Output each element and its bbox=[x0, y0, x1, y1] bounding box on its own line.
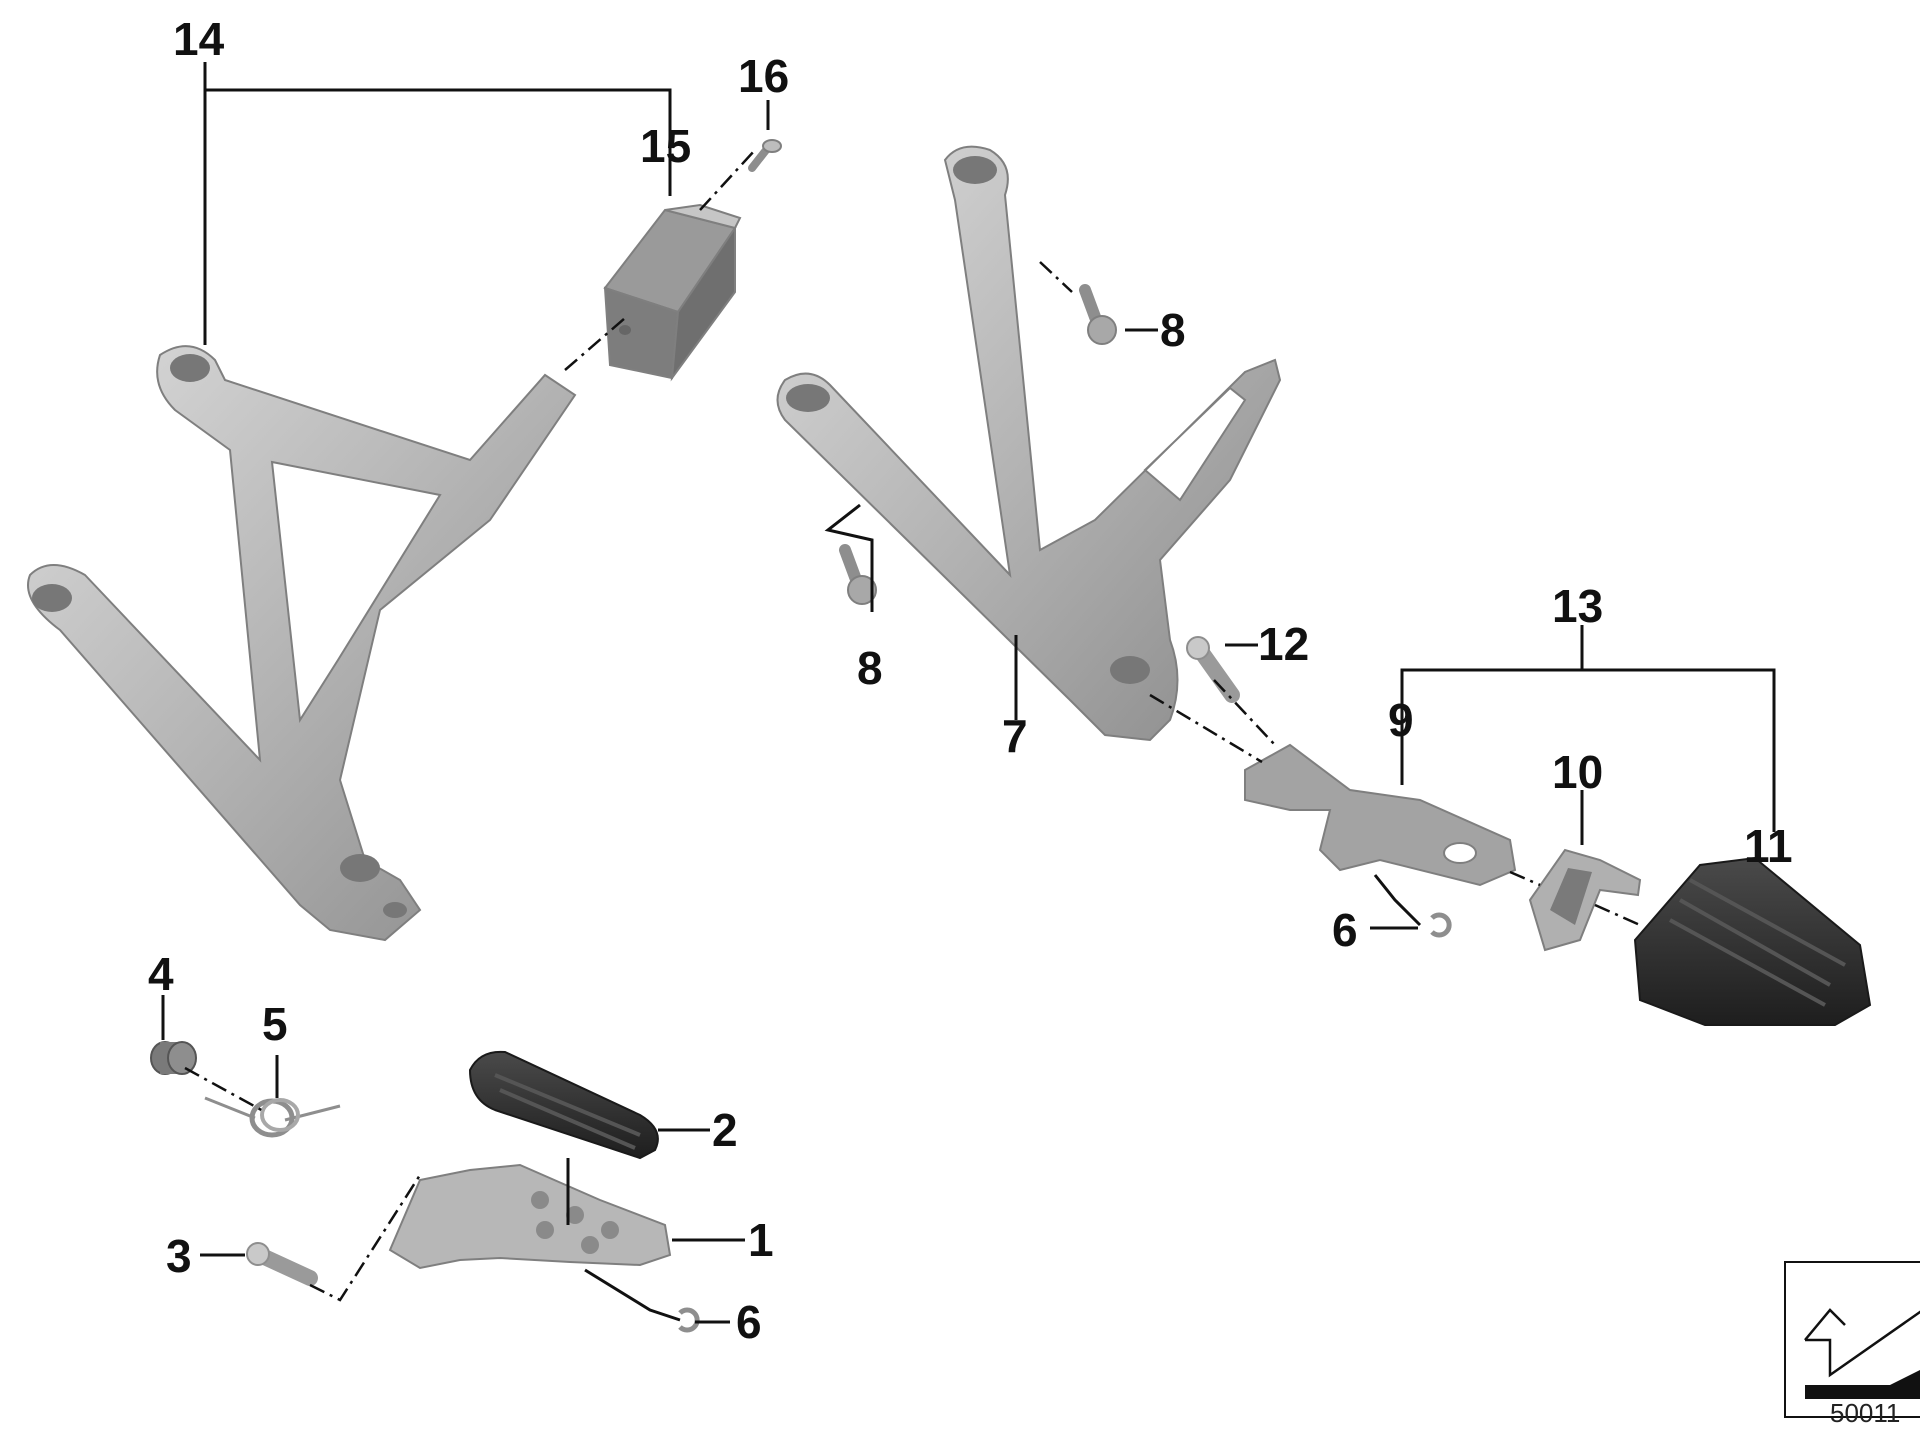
rubber-footpeg-large bbox=[1633, 856, 1872, 1026]
rubber-footpeg-small bbox=[468, 1050, 659, 1160]
callout-11: 11 bbox=[1744, 820, 1793, 872]
callout-8-lower: 8 bbox=[857, 642, 883, 694]
motorcycle-orientation-icon bbox=[1784, 1261, 1920, 1418]
callout-6-left: 6 bbox=[736, 1296, 762, 1348]
callout-12: 12 bbox=[1258, 618, 1309, 670]
callout-16: 16 bbox=[738, 50, 789, 102]
footpeg-base bbox=[1244, 743, 1517, 887]
callout-10: 10 bbox=[1552, 746, 1603, 798]
circlip-right bbox=[1430, 912, 1452, 938]
footpeg-plate bbox=[1528, 848, 1642, 952]
leader-lines bbox=[161, 62, 1776, 1324]
bushing bbox=[150, 1041, 197, 1075]
rubber-block bbox=[603, 203, 742, 382]
bolt-lower bbox=[839, 544, 877, 605]
callout-6-right: 6 bbox=[1332, 904, 1358, 956]
callouts: 14 15 16 8 8 7 12 13 9 10 11 6 4 5 2 1 3… bbox=[148, 13, 1793, 1348]
callout-5: 5 bbox=[262, 998, 288, 1050]
callout-7: 7 bbox=[1002, 710, 1028, 762]
pivot-pin bbox=[1186, 636, 1240, 703]
callout-4: 4 bbox=[148, 948, 174, 1000]
callout-8-upper: 8 bbox=[1160, 304, 1186, 356]
footpeg-plate-small bbox=[388, 1163, 672, 1270]
callout-14: 14 bbox=[173, 13, 225, 65]
torsion-spring bbox=[204, 1096, 341, 1138]
footrest-bracket-left bbox=[27, 345, 577, 942]
callout-1: 1 bbox=[748, 1214, 774, 1266]
callout-9: 9 bbox=[1388, 694, 1414, 746]
callout-3: 3 bbox=[166, 1230, 192, 1282]
circlip-left bbox=[678, 1307, 700, 1333]
bolt-upper bbox=[1079, 284, 1117, 345]
callout-15: 15 bbox=[640, 120, 691, 172]
callout-2: 2 bbox=[712, 1104, 738, 1156]
callout-13: 13 bbox=[1552, 580, 1603, 632]
footrest-bracket-right bbox=[776, 145, 1282, 742]
small-screw bbox=[748, 139, 782, 172]
reference-number: 50011 bbox=[1830, 1398, 1900, 1428]
pivot-pin-small bbox=[246, 1242, 318, 1286]
